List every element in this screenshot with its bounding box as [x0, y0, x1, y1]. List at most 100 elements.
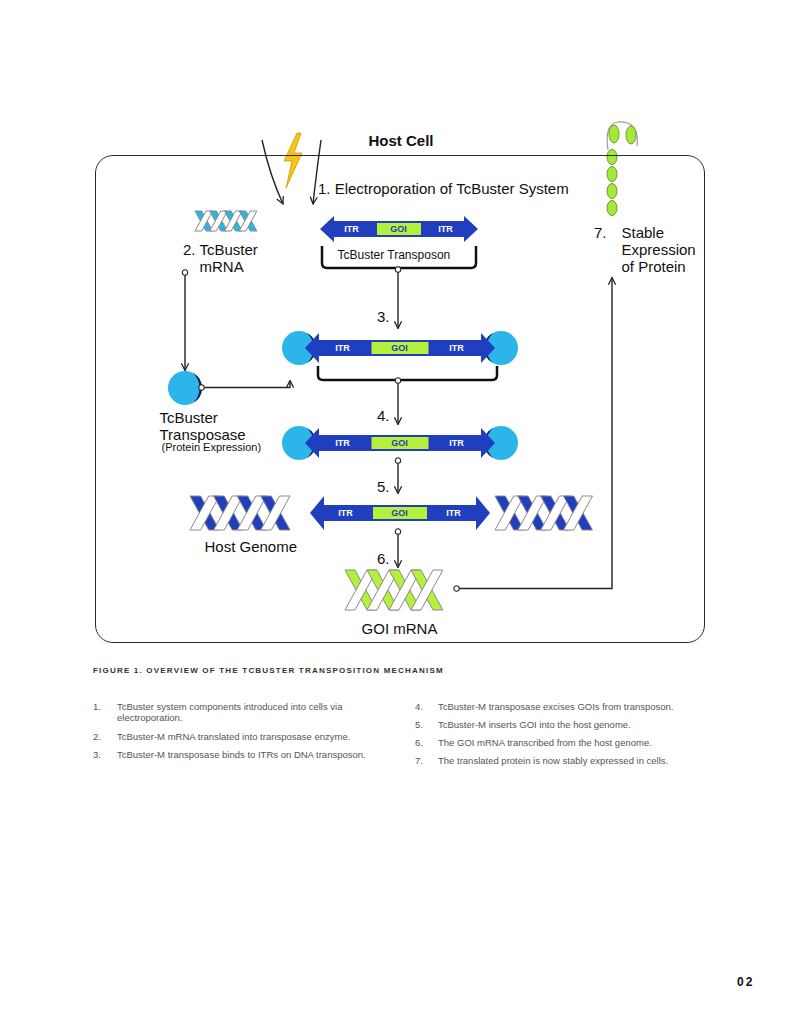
list-number: 3. — [93, 749, 101, 760]
protein-domain — [626, 126, 636, 144]
helix-front-strand — [411, 570, 443, 610]
helix-back-strand — [209, 211, 227, 231]
goi-label: GOI — [391, 343, 408, 352]
itr-label: ITR — [449, 343, 464, 352]
host-cell: Host CellTcBuster mRNAITRGOIITRTcBuster … — [95, 155, 705, 643]
flow-arrow — [184, 273, 185, 371]
goi-label: GOI — [391, 508, 408, 517]
itr-label: ITR — [338, 508, 353, 517]
helix-front-strand — [209, 211, 227, 231]
goi-mrna: GOI mRNA — [343, 568, 457, 610]
callout-number: 5. — [377, 478, 390, 496]
transposase-cap — [192, 372, 201, 402]
list-item: TcBuster-M transposase excises GOIs from… — [438, 701, 673, 712]
goi-segment — [373, 507, 427, 519]
callout-number: 6. — [377, 550, 390, 568]
goi-label: GOI — [391, 438, 408, 447]
itr-band — [310, 496, 490, 530]
component-label: Host Genome — [205, 538, 365, 555]
itr-label: ITR — [335, 343, 350, 352]
component-label: TcBuster Transposase — [160, 409, 270, 444]
helix-front-strand — [239, 211, 257, 231]
list-number: 5. — [415, 719, 423, 730]
helix-back-strand — [411, 570, 443, 610]
bracket-label: TcBuster Transposon — [338, 249, 468, 263]
helix-front-strand — [224, 211, 242, 231]
protein-loop — [607, 122, 637, 150]
node-shape — [282, 329, 518, 381]
itr-label: ITR — [446, 508, 461, 517]
goi-label: GOI — [390, 224, 407, 233]
list-number: 4. — [415, 701, 423, 712]
helix-front-strand — [190, 496, 219, 530]
list-item: TcBuster-M mRNA translated into transpos… — [117, 731, 350, 742]
helix-back-strand — [239, 211, 257, 231]
helix-front-strand — [517, 496, 546, 530]
flow-arrow — [397, 270, 398, 329]
transposase-protein: TcBuster Transposase(Protein Expression) — [168, 371, 202, 405]
node-shape — [343, 568, 457, 610]
itr-band — [305, 333, 495, 363]
step-label: Stable Expression of Protein — [622, 224, 704, 276]
callout-number: 2. — [183, 241, 196, 259]
protein-domain — [609, 125, 619, 143]
dna-transposon: ITRGOIITRTcBuster Transposon — [320, 216, 478, 270]
helix-back-strand — [260, 496, 289, 530]
helix-back-strand — [213, 496, 242, 530]
callout-number: 3. — [377, 308, 390, 326]
excised-transposon: ITR GOI ITR — [282, 425, 518, 461]
goi-segment — [377, 223, 421, 235]
itr-band — [320, 216, 478, 242]
list-item: TcBuster system components introduced in… — [117, 701, 347, 724]
bracket — [318, 366, 497, 380]
flow-arrow — [457, 278, 613, 589]
list-number: 7. — [415, 755, 423, 766]
helix-front-strand — [213, 496, 242, 530]
flow-arrow — [397, 381, 398, 425]
helix-back-strand — [563, 496, 592, 530]
helix-back-strand — [495, 496, 524, 530]
goi-segment — [371, 437, 428, 449]
transposase-complex: ITR GOI ITR — [282, 329, 518, 381]
connector-group — [185, 270, 612, 589]
helix-front-strand — [563, 496, 592, 530]
helix-front-strand — [195, 211, 213, 231]
step-heading: 1. Electroporation of TcBuster System — [318, 180, 569, 198]
helix-back-strand — [224, 211, 242, 231]
mrna-helix: TcBuster mRNA — [180, 205, 270, 273]
page-number: 02 — [737, 975, 754, 989]
helix-front-strand — [237, 496, 266, 530]
list-item: TcBuster-M inserts GOI into the host gen… — [438, 719, 631, 730]
list-number: 6. — [415, 737, 423, 748]
list-item: The GOI mRNA transcribed from the host g… — [438, 737, 652, 748]
flow-arrow — [202, 381, 291, 388]
goi-segment — [371, 342, 428, 354]
lightning-bolt — [284, 133, 302, 188]
helix-front-strand — [260, 496, 289, 530]
component-note: (Protein Expression) — [162, 441, 302, 454]
transposase-circle — [168, 371, 202, 405]
flow-arrow — [397, 461, 398, 494]
helix-back-strand — [190, 496, 219, 530]
flow-arrow — [397, 532, 398, 568]
itr-label: ITR — [449, 438, 464, 447]
cell-heading: Host Cell — [96, 132, 706, 149]
component-label: TcBuster mRNA — [200, 241, 268, 276]
bracket — [322, 246, 476, 268]
helix-back-strand — [195, 211, 213, 231]
protein-domain — [607, 150, 617, 165]
node-shape — [168, 371, 202, 405]
list-number: 2. — [93, 731, 101, 742]
protein-domain — [607, 184, 617, 199]
itr-label: ITR — [335, 438, 350, 447]
genome-insertion: ITRGOIITRHost Genome — [188, 494, 608, 532]
callout-number: 7. — [594, 224, 607, 242]
helix-back-strand — [540, 496, 569, 530]
callout-number: 4. — [377, 407, 390, 425]
helix-front-strand — [495, 496, 524, 530]
list-item: The translated protein is now stably exp… — [438, 755, 668, 766]
protein-domain — [607, 167, 617, 182]
expression-label: Stable Expression of Protein — [606, 224, 702, 278]
figure-caption: FIGURE 1. OVERVIEW OF THE TCBUSTER TRANS… — [93, 666, 444, 676]
